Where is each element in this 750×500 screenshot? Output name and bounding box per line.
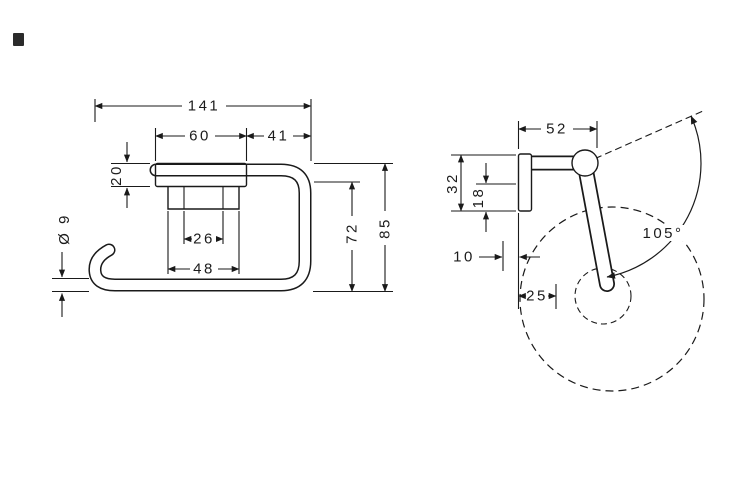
side-extension-lines	[451, 121, 598, 309]
dim-swing-angle: 105°	[642, 225, 683, 242]
dim-side-offset: 41	[268, 128, 290, 145]
front-mounting-plate	[154, 162, 248, 188]
side-arm-inner	[579, 164, 614, 291]
dim-total-width: 141	[188, 98, 221, 115]
dim-depth: 52	[546, 121, 568, 138]
front-holder-piece	[167, 186, 240, 210]
front-frame-inner	[89, 165, 310, 290]
front-view-dimensions: 141 60 41 20 Ø 9 26	[56, 98, 394, 317]
dim-total-height: 85	[377, 217, 394, 239]
side-view: 105°	[451, 110, 705, 392]
side-wall-plate	[517, 153, 533, 212]
dim-outer-width-bg	[190, 262, 218, 276]
side-view-dimensions: 52 32 18 10 25	[444, 121, 598, 305]
dim-plate-width: 60	[189, 128, 211, 145]
front-holder-piece-inner-edges	[183, 186, 224, 209]
dim-side-offset-bg	[264, 129, 293, 143]
dim-wall-gap: 10	[453, 249, 475, 266]
dim-tube-diameter: Ø 9	[56, 213, 73, 245]
dim-roll-offset: 25	[526, 288, 548, 305]
dim-inner-width: 26	[193, 231, 215, 248]
dim-inner-height-bg	[345, 216, 359, 250]
dim-depth-bg	[541, 122, 573, 136]
dim-plate-width-bg	[185, 129, 215, 143]
dim-side-plate-height: 32	[444, 172, 461, 194]
dim-roll-offset-bg	[526, 289, 548, 303]
pivot-circle	[571, 149, 599, 177]
front-view	[52, 99, 393, 293]
dim-pivot-offset: 18	[470, 187, 487, 209]
dim-swing-angle-bg	[637, 225, 689, 241]
swing-reference-dashed-line	[584, 110, 704, 164]
corner-mark	[13, 33, 24, 46]
swing-angle-arc	[606, 115, 702, 279]
dim-total-width-bg	[182, 99, 226, 113]
dim-inner-height: 72	[344, 222, 361, 244]
dim-plate-height: 20	[108, 164, 125, 186]
dim-total-height-bg	[378, 211, 392, 245]
dim-outer-width: 48	[193, 261, 215, 278]
front-extension-lines	[52, 99, 393, 293]
dim-inner-width-bg	[192, 232, 216, 246]
